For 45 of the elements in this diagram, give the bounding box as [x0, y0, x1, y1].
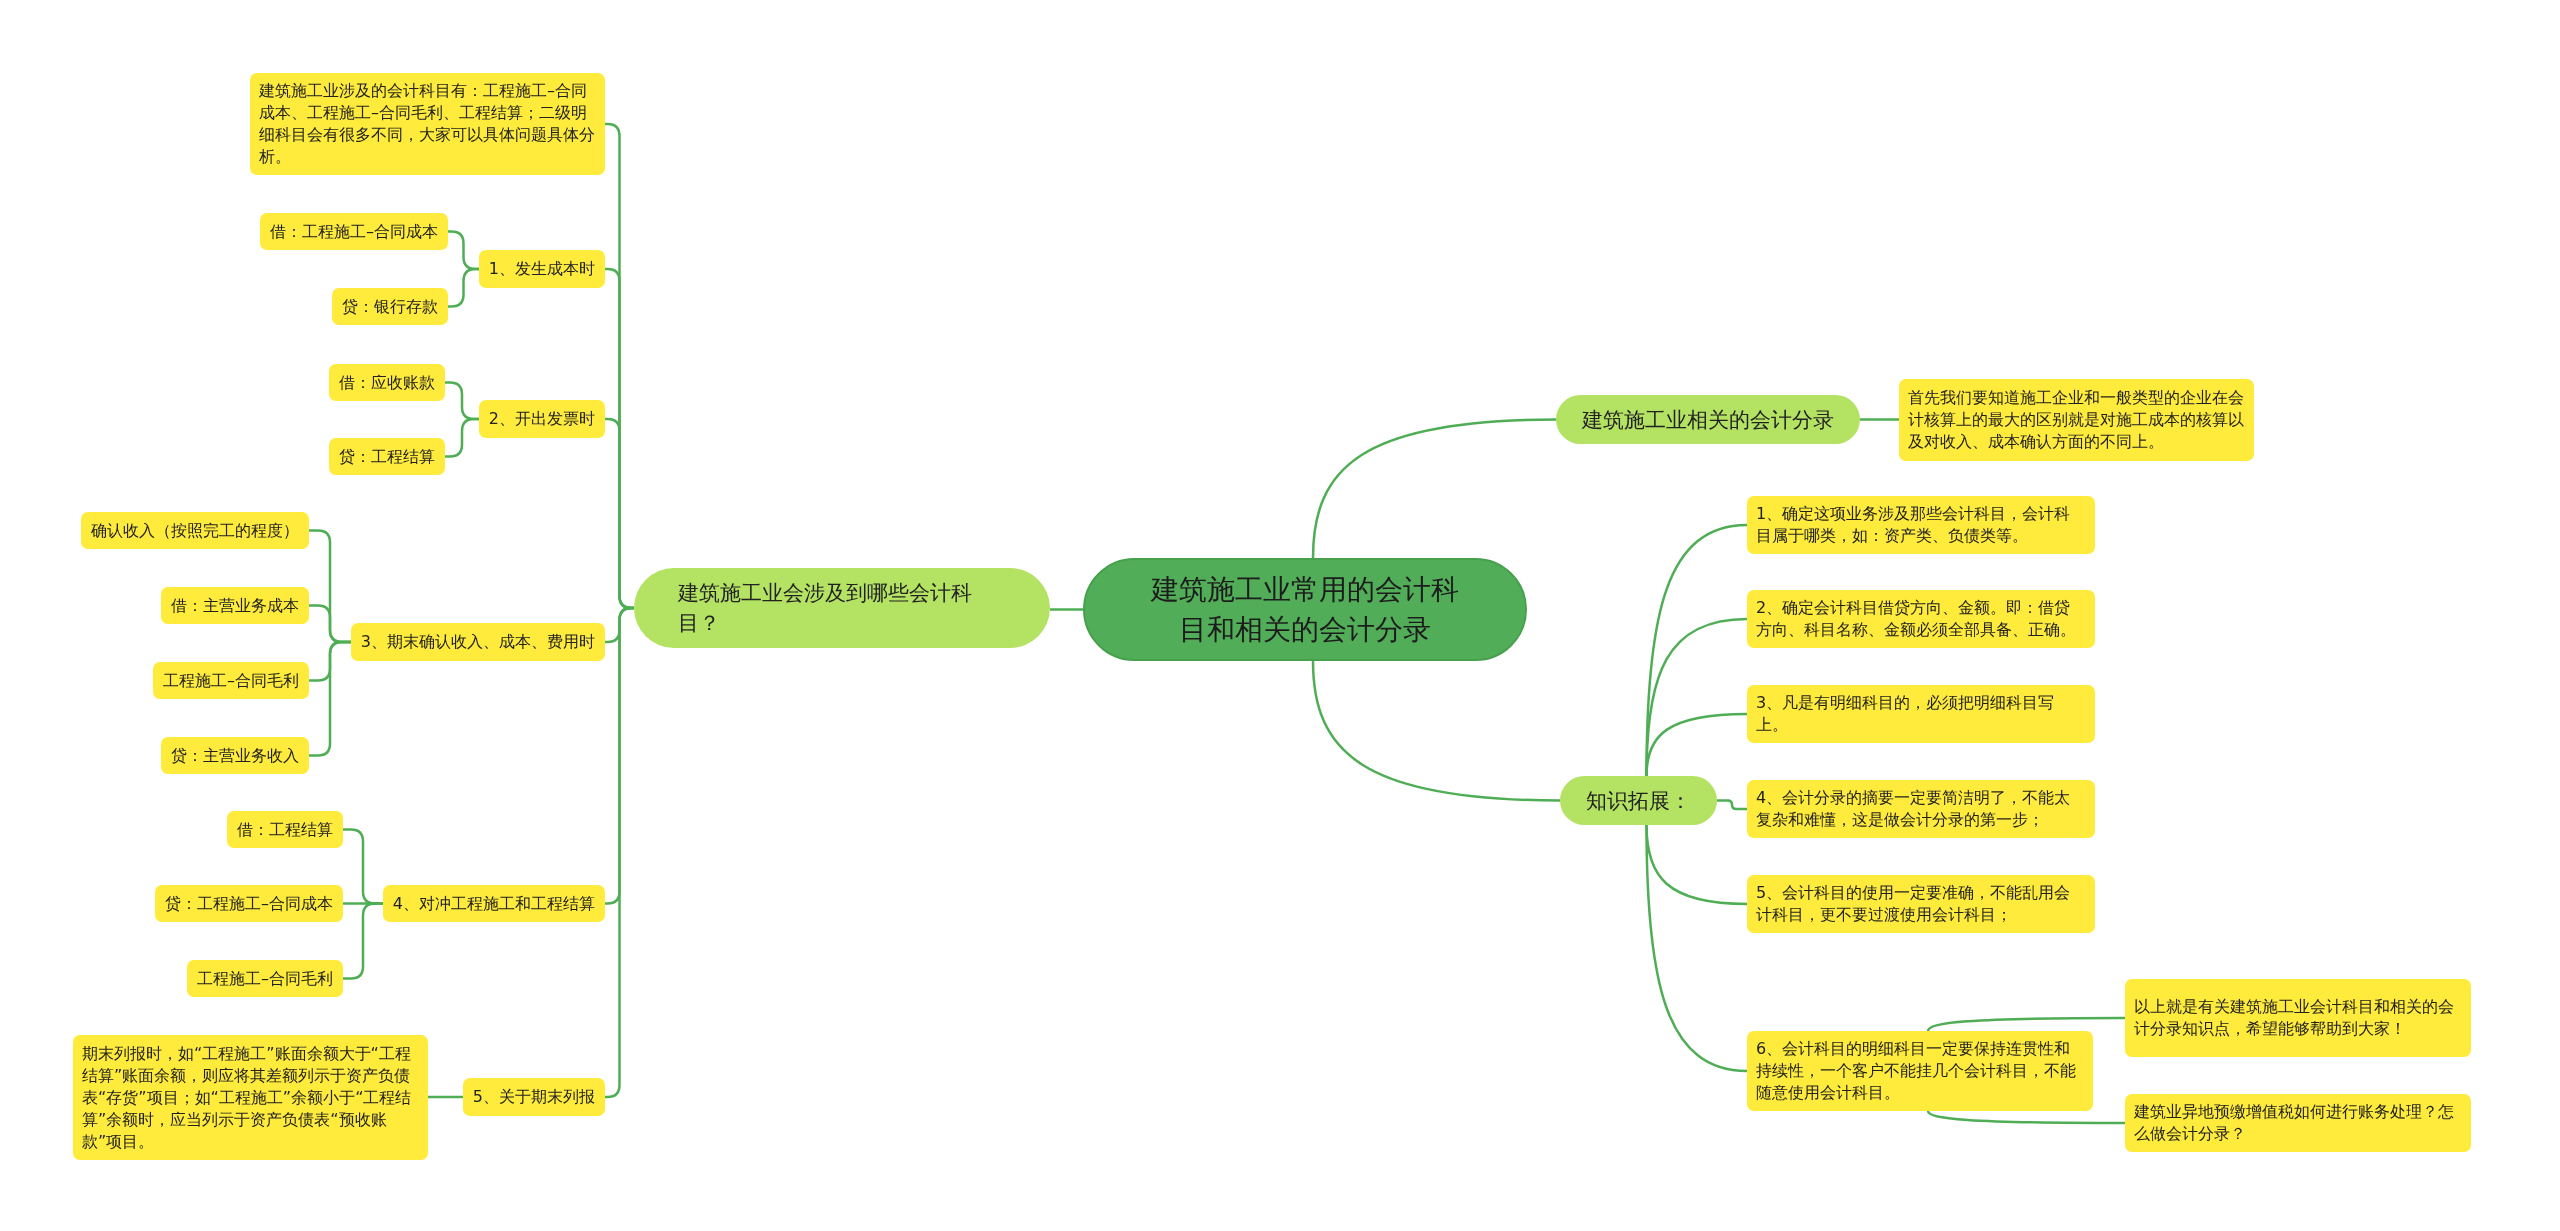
- subtopic-pill: 建筑施工业相关的会计分录: [1556, 395, 1860, 444]
- note-card: 借：工程施工–合同成本: [260, 213, 448, 250]
- note-card: 1、发生成本时: [478, 250, 605, 288]
- subtopic-pill: 知识拓展：: [1560, 776, 1717, 825]
- note-card: 5、关于期末列报: [462, 1078, 605, 1116]
- note-card: 借：主营业务成本: [161, 587, 309, 624]
- connector-line: [448, 267, 479, 308]
- connector-line: [1926, 1016, 2125, 1032]
- note-card: 3、凡是有明细科目的，必须把明细科目写上。: [1747, 685, 2095, 743]
- connector-line: [1311, 418, 1557, 559]
- note-card: 贷：工程施工–合同成本: [155, 885, 343, 922]
- note-card: 首先我们要知道施工企业和一般类型的企业在会计核算上的最大的区别就是对施工成本的核算以及对收入、成本确认方面的不同上。: [1899, 379, 2254, 461]
- note-card: 建筑施工业涉及的会计科目有：工程施工–合同成本、工程施工–合同毛利、工程结算；二级明细科目会有很多不同，大家可以具体问题具体分析。: [250, 73, 605, 175]
- note-card: 贷：工程结算: [329, 438, 445, 475]
- central-topic-pill: 建筑施工业常用的会计科目和相关的会计分录: [1083, 558, 1527, 661]
- note-card: 建筑业异地预缴增值税如何进行账务处理？怎么做会计分录？: [2125, 1094, 2471, 1152]
- note-card: 工程施工–合同毛利: [153, 662, 309, 699]
- subtopic-pill: 建筑施工业会涉及到哪些会计科目？: [634, 568, 1050, 648]
- note-card: 4、会计分录的摘要一定要简洁明了，不能太复杂和难懂，这是做会计分录的第一步；: [1747, 780, 2095, 838]
- note-card: 6、会计科目的明细科目一定要保持连贯性和持续性，一个客户不能挂几个会计科目，不能随意使用会计科目。: [1747, 1031, 2093, 1111]
- connector-line: [1645, 712, 1748, 777]
- note-card: 5、会计科目的使用一定要准确，不能乱用会计科目，更不要过渡使用会计科目；: [1747, 875, 2095, 933]
- note-card: 2、确定会计科目借贷方向、金额。即：借贷方向、科目名称、金额必须全部具备、正确。: [1747, 590, 2095, 648]
- connector-line: [343, 902, 383, 980]
- note-card: 贷：主营业务收入: [161, 737, 309, 774]
- connector-line: [428, 1095, 463, 1099]
- connector-line: [309, 640, 351, 757]
- note-card: 2、开出发票时: [478, 400, 605, 438]
- note-card: 以上就是有关建筑施工业会计科目和相关的会计分录知识点，希望能够帮助到大家！: [2125, 979, 2471, 1057]
- connector-line: [1311, 660, 1561, 802]
- connector-line: [1860, 418, 1899, 421]
- note-card: 确认收入（按照完工的程度）: [81, 512, 309, 549]
- connector-line: [1050, 608, 1083, 611]
- note-card: 3、期末确认收入、成本、费用时: [350, 623, 605, 661]
- note-card: 期末列报时，如“工程施工”账面余额大于“工程结算”账面余额，则应将其差额列示于资产负债表“存货”项目；如“工程施工”余额小于“工程结算”余额时，应当列示于资产负债表“预收账款”项目。: [73, 1035, 428, 1160]
- note-card: 4、对冲工程施工和工程结算: [382, 885, 605, 922]
- connector-line: [445, 417, 479, 458]
- connector-line: [1645, 825, 1748, 1073]
- note-card: 贷：银行存款: [332, 288, 448, 325]
- note-card: 借：应收账款: [329, 364, 445, 401]
- note-card: 借：工程结算: [227, 811, 343, 848]
- connector-line: [1926, 1110, 2125, 1125]
- note-card: 1、确定这项业务涉及那些会计科目，会计科目属于哪类，如：资产类、负债类等。: [1747, 496, 2095, 554]
- connector-line: [1717, 799, 1747, 811]
- note-card: 工程施工–合同毛利: [187, 960, 343, 997]
